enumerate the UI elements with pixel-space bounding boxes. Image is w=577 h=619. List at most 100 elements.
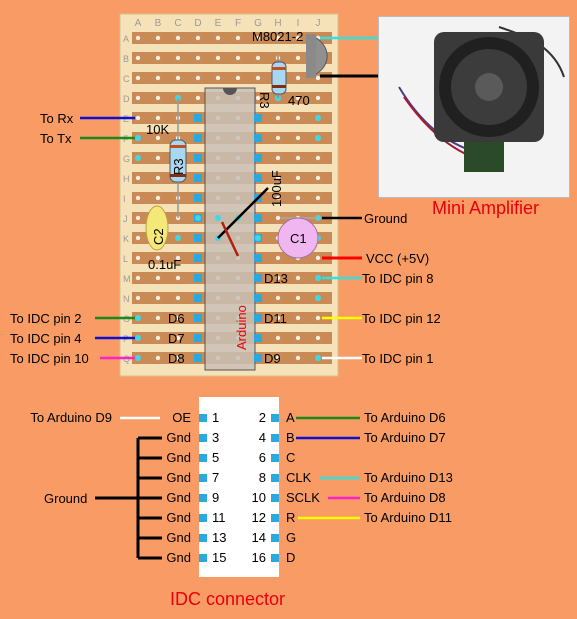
hole [135, 275, 141, 281]
hole [275, 115, 281, 121]
board-label-d8: D8 [168, 351, 185, 366]
hole [275, 175, 281, 181]
connection-dot [135, 135, 141, 141]
idc-pad-2 [271, 414, 279, 422]
column-label-j: J [316, 18, 321, 29]
connection-dot [135, 335, 141, 341]
row-label-a: A [123, 34, 129, 44]
connection-dot [315, 275, 321, 281]
vcc-label: VCC (+5V) [366, 251, 430, 266]
hole [215, 35, 221, 41]
hole [295, 55, 301, 61]
arduino-pad [194, 314, 202, 322]
board-label-d7: D7 [168, 331, 185, 346]
hole [315, 95, 321, 101]
hole [295, 135, 301, 141]
idc-pin-8-number: 8 [258, 470, 266, 485]
board-label-d11: D11 [264, 311, 287, 326]
hole [295, 75, 301, 81]
hole [155, 95, 161, 101]
hole [215, 75, 221, 81]
column-label-g: G [254, 18, 262, 29]
idc-pin-13-signal: Gnd [166, 530, 191, 545]
column-label-c: C [174, 18, 181, 29]
hole [155, 315, 161, 321]
idc-pin-12-signal: R [286, 510, 296, 525]
idc-pin-1-signal: OE [172, 410, 191, 425]
connection-dot [315, 115, 321, 121]
row-label-j: J [123, 214, 128, 224]
column-label-a: A [135, 18, 142, 29]
hole [275, 195, 281, 201]
hole [135, 95, 141, 101]
row-label-m: M [123, 274, 131, 284]
row-label-l: L [123, 254, 128, 264]
idc-pin-11-number: 11 [212, 510, 226, 525]
idc-pin-4-number: 4 [258, 430, 266, 445]
column-label-d: D [194, 18, 201, 29]
idc-pin-9-number: 9 [212, 490, 220, 505]
to-idc-pin12-label: To IDC pin 12 [362, 311, 441, 326]
connection-dot [135, 155, 141, 161]
idc-ground-bus [95, 436, 162, 560]
idc-pin-2-destination: To Arduino D6 [364, 410, 446, 425]
hole [135, 75, 141, 81]
hole [235, 75, 241, 81]
r3-mid-band [170, 145, 186, 148]
idc-pin-2-number: 2 [258, 410, 266, 425]
transistor-flat [306, 34, 316, 78]
idc-pin-10-destination: To Arduino D8 [364, 490, 446, 505]
to-idc-pin8-label: To IDC pin 8 [362, 271, 434, 286]
ground-label: Ground [364, 211, 408, 226]
row-label-c: C [123, 74, 130, 84]
arduino-pad [254, 114, 262, 122]
mini-amplifier-title: Mini Amplifier [432, 198, 540, 218]
c1-capacitor [277, 217, 319, 259]
hole [175, 335, 181, 341]
hole [275, 135, 281, 141]
idc-pin-5-number: 5 [212, 450, 220, 465]
to-idc-pin10-label: To IDC pin 10 [10, 351, 89, 366]
resistor-470-label: 470 [288, 93, 310, 108]
c1-label: C1 [290, 231, 307, 246]
idc-pad-7 [199, 474, 207, 482]
hole [215, 55, 221, 61]
arduino-pad [254, 214, 262, 222]
hole [315, 335, 321, 341]
idc-pin-11-signal: Gnd [166, 510, 191, 525]
c2-label: C2 [151, 228, 166, 245]
hole [275, 315, 281, 321]
hole [155, 115, 161, 121]
arduino-pad [254, 314, 262, 322]
hole [295, 175, 301, 181]
hole [295, 195, 301, 201]
hole [295, 155, 301, 161]
hole [275, 335, 281, 341]
row-label-g: G [123, 154, 130, 164]
arduino-pad [194, 234, 202, 242]
connection-dot [255, 235, 261, 241]
arduino-pad [194, 114, 202, 122]
idc-pad-5 [199, 454, 207, 462]
connection-dot [315, 135, 321, 141]
arduino-pad [194, 134, 202, 142]
hole [175, 355, 181, 361]
hole [255, 55, 261, 61]
r3-top-band [272, 67, 286, 70]
hole [175, 295, 181, 301]
hole [295, 275, 301, 281]
hole [195, 75, 201, 81]
idc-pad-6 [271, 454, 279, 462]
idc-pin-7-number: 7 [212, 470, 220, 485]
arduino-pad [194, 294, 202, 302]
r3-mid-resistor [169, 139, 187, 183]
row-label-i: I [123, 194, 126, 204]
hole [275, 295, 281, 301]
r3-top-resistor [271, 61, 287, 95]
hole [275, 255, 281, 261]
hole [255, 35, 261, 41]
hole [175, 75, 181, 81]
idc-pin-10-number: 10 [251, 490, 266, 505]
connection-dot [315, 295, 321, 301]
idc-ground-label: Ground [44, 491, 88, 506]
